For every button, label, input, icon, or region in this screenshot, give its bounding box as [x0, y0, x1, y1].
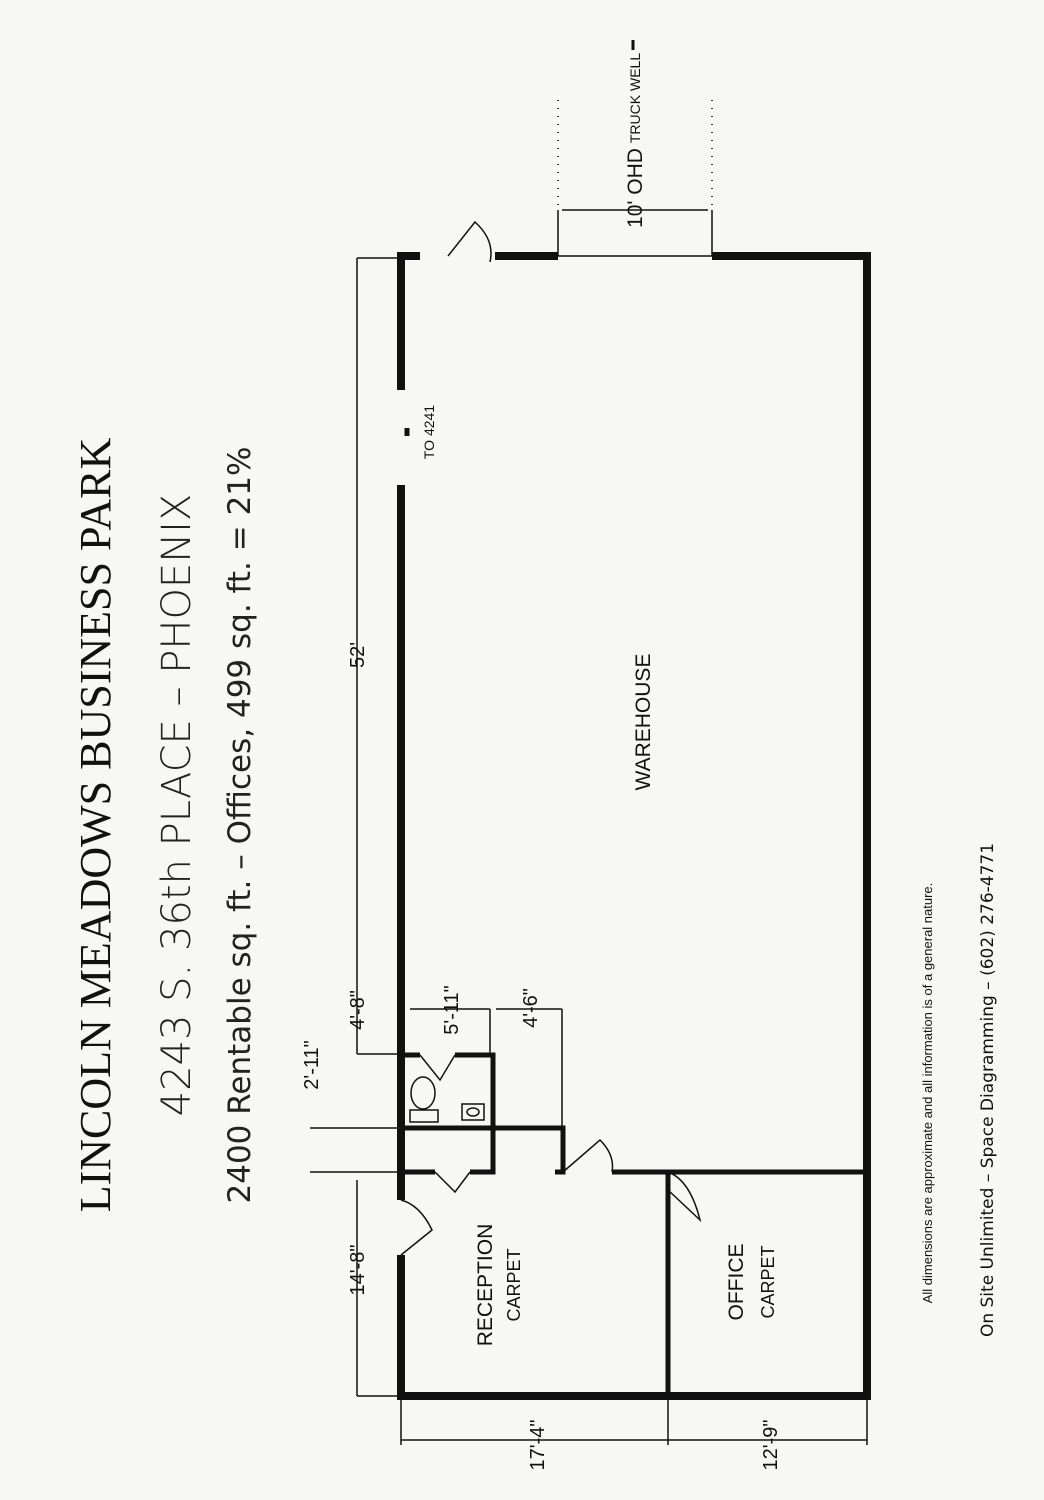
door-warehouse-top	[447, 220, 492, 263]
area-summary: 2400 Rentable sq. ft. – Offices, 499 sq.…	[222, 447, 258, 1204]
room-warehouse: WAREHOUSE	[632, 654, 655, 791]
dimension-lines	[310, 257, 868, 1445]
door-reception-entry	[400, 1199, 433, 1256]
dim-restroom-length: 4'-8"	[347, 990, 369, 1030]
exterior-walls	[397, 252, 871, 1400]
dim-office-width: 12'-9"	[760, 1420, 782, 1471]
dim-overall-length: 52'	[347, 642, 369, 668]
room-office: OFFICE	[725, 1244, 748, 1321]
dim-hall-width: 4'-6"	[520, 988, 542, 1028]
overhead-door	[557, 98, 713, 257]
sink-icon	[461, 1103, 485, 1121]
dim-reception-width: 17'-4"	[527, 1420, 549, 1471]
room-reception: RECEPTION	[474, 1224, 497, 1347]
truck-well-label: TRUCK WELL	[627, 53, 643, 143]
ohd-label: 10' OHD	[624, 148, 647, 228]
address: 4243 S. 36th PLACE – PHOENIX	[154, 494, 200, 1117]
interior-walls	[401, 1052, 867, 1396]
disclaimer: All dimensions are approximate and all i…	[920, 883, 935, 1304]
credit-line: On Site Unlimited – Space Diagramming – …	[978, 843, 998, 1337]
dim-gap: 2'-11"	[301, 1040, 323, 1089]
truck-well-text: TRUCK WELL	[627, 53, 643, 143]
page-title: LINCOLN MEADOWS BUSINESS PARK	[71, 437, 120, 1212]
to-4241-label: TO 4241	[421, 405, 437, 459]
toilet-icon	[409, 1076, 439, 1123]
dim-restroom-width: 5'-11"	[441, 985, 463, 1034]
reception-floor: CARPET	[504, 1248, 524, 1321]
office-floor: CARPET	[758, 1245, 778, 1318]
dim-reception-length: 14'-8"	[347, 1245, 369, 1296]
